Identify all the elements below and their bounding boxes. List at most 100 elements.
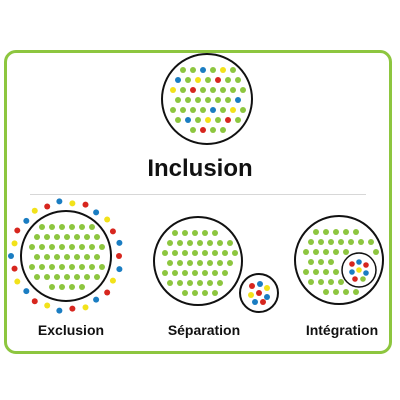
dot: [356, 267, 362, 273]
dot: [256, 290, 262, 296]
dot: [59, 224, 65, 230]
dot: [8, 253, 14, 259]
dot: [197, 280, 203, 286]
dot: [82, 304, 89, 311]
dot: [212, 250, 218, 256]
exclusion-inner-dots: [29, 224, 105, 290]
dot: [180, 67, 186, 73]
dot: [187, 240, 193, 246]
dot: [69, 224, 75, 230]
dot: [303, 269, 309, 275]
dot: [44, 234, 50, 240]
dot: [200, 107, 206, 113]
dot: [220, 127, 226, 133]
dot: [49, 264, 55, 270]
dot: [225, 117, 231, 123]
dot: [318, 279, 324, 285]
dot: [210, 67, 216, 73]
dot: [192, 230, 198, 236]
dot: [54, 254, 60, 260]
dot: [333, 229, 339, 235]
dot: [202, 290, 208, 296]
dot: [177, 280, 183, 286]
dot: [225, 77, 231, 83]
dot: [328, 279, 334, 285]
dot: [363, 262, 369, 268]
dot: [195, 97, 201, 103]
dot: [182, 230, 188, 236]
dot: [69, 305, 76, 312]
dot: [192, 250, 198, 256]
dot: [64, 234, 70, 240]
dot: [212, 290, 218, 296]
dot: [31, 298, 38, 305]
dot: [31, 207, 38, 214]
dot: [116, 253, 122, 259]
dot: [93, 296, 100, 303]
dot: [170, 87, 176, 93]
dot: [202, 270, 208, 276]
dot: [104, 216, 111, 223]
dot: [210, 107, 216, 113]
dot: [34, 254, 40, 260]
dot: [69, 264, 75, 270]
dot: [64, 274, 70, 280]
inclusion-diagram: [161, 53, 253, 145]
dot: [172, 230, 178, 236]
inclusion-dots: [170, 67, 246, 133]
dot: [264, 285, 270, 291]
dot: [232, 250, 238, 256]
dot: [44, 274, 50, 280]
dot: [202, 230, 208, 236]
dot: [104, 289, 111, 296]
dot: [356, 259, 362, 265]
dot: [23, 288, 30, 295]
dot: [205, 117, 211, 123]
dot: [215, 77, 221, 83]
dot: [69, 200, 76, 207]
dot: [217, 280, 223, 286]
dot: [210, 87, 216, 93]
integration-diagram: [294, 215, 384, 305]
dot: [187, 280, 193, 286]
dot: [212, 270, 218, 276]
dot: [94, 234, 100, 240]
dot: [44, 203, 51, 210]
dot: [230, 107, 236, 113]
dot: [313, 269, 319, 275]
dot: [323, 229, 329, 235]
dot: [308, 239, 314, 245]
dot: [264, 294, 270, 300]
dot: [323, 269, 329, 275]
dot: [338, 239, 344, 245]
dot: [227, 260, 233, 266]
label-exclusion: Exclusion: [37, 322, 105, 338]
dot: [212, 230, 218, 236]
dot: [180, 107, 186, 113]
dot: [56, 198, 63, 205]
dot: [252, 299, 258, 305]
dot: [220, 107, 226, 113]
dot: [207, 240, 213, 246]
dot: [99, 244, 105, 250]
dot: [195, 77, 201, 83]
dot: [222, 270, 228, 276]
dot: [74, 274, 80, 280]
dot: [29, 244, 35, 250]
dot: [79, 284, 85, 290]
dot: [197, 260, 203, 266]
label-separation: Séparation: [167, 322, 241, 338]
dot: [235, 117, 241, 123]
dot: [257, 281, 263, 287]
dot: [323, 249, 329, 255]
dot: [172, 270, 178, 276]
dot: [210, 127, 216, 133]
dot: [190, 127, 196, 133]
dot: [49, 244, 55, 250]
dot: [348, 239, 354, 245]
dot: [318, 259, 324, 265]
dot: [197, 240, 203, 246]
dot: [89, 224, 95, 230]
dot: [180, 87, 186, 93]
dot: [79, 264, 85, 270]
